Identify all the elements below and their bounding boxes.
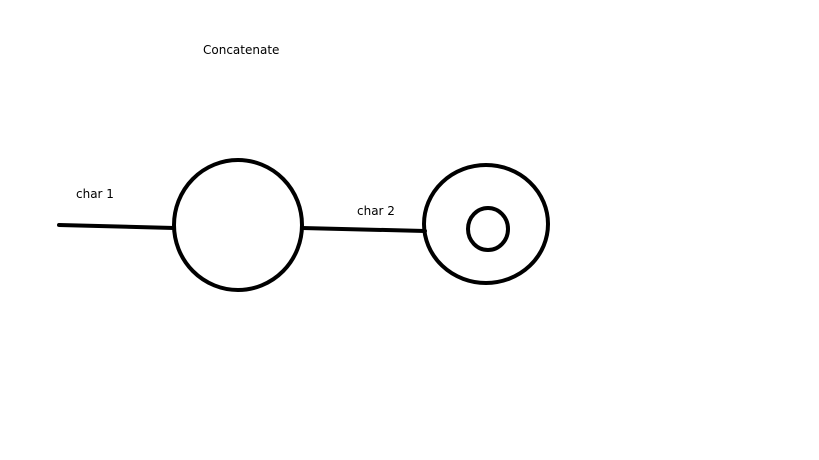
edge-char-2 bbox=[300, 226, 427, 233]
state-circle-2-outer bbox=[422, 163, 550, 285]
diagram-title: Concatenate bbox=[203, 43, 280, 57]
state-circle-2-inner bbox=[466, 206, 510, 252]
edge-label-char-2: char 2 bbox=[357, 204, 395, 218]
edge-label-char-1: char 1 bbox=[76, 187, 114, 201]
state-circle-1 bbox=[172, 158, 304, 292]
edge-char-1 bbox=[57, 223, 176, 230]
